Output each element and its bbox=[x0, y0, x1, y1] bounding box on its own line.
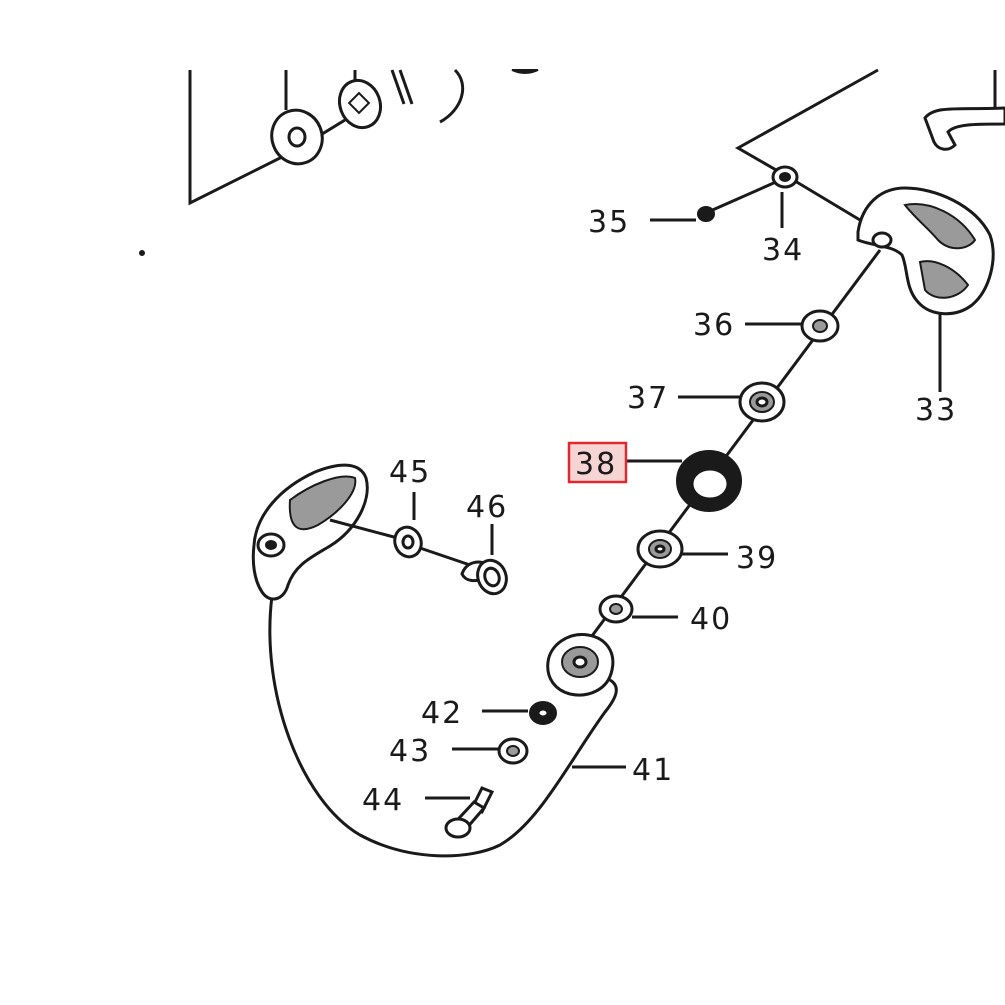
label-36: 36 bbox=[693, 308, 735, 343]
label-34: 34 bbox=[762, 233, 804, 268]
part-40 bbox=[598, 594, 678, 624]
label-46: 46 bbox=[466, 490, 508, 525]
part-38 bbox=[626, 450, 742, 512]
label-39: 39 bbox=[736, 541, 778, 576]
part-33 bbox=[789, 176, 995, 392]
label-44: 44 bbox=[362, 783, 404, 818]
top-left-assembly bbox=[188, 68, 539, 206]
part-39 bbox=[636, 529, 728, 569]
part-42 bbox=[482, 701, 557, 725]
part-34-35-group bbox=[650, 165, 799, 228]
label-43: 43 bbox=[389, 734, 431, 769]
top-right-assembly bbox=[734, 68, 1005, 180]
left-bail-arm bbox=[251, 463, 406, 601]
label-42: 42 bbox=[421, 696, 463, 731]
part-36 bbox=[745, 309, 840, 343]
label-37: 37 bbox=[627, 381, 669, 416]
part-37 bbox=[678, 381, 786, 423]
label-35: 35 bbox=[588, 205, 630, 240]
part-43 bbox=[452, 737, 529, 765]
stray-dot bbox=[139, 250, 145, 256]
part-46 bbox=[460, 524, 508, 596]
label-38: 38 bbox=[575, 447, 617, 482]
label-33: 33 bbox=[915, 393, 957, 428]
label-40: 40 bbox=[690, 602, 732, 637]
label-41: 41 bbox=[632, 753, 674, 788]
highlight-box-38[interactable] bbox=[567, 441, 628, 484]
part-44 bbox=[425, 786, 495, 839]
label-45: 45 bbox=[389, 455, 431, 490]
part-41 bbox=[268, 595, 626, 858]
part-45 bbox=[393, 492, 471, 567]
